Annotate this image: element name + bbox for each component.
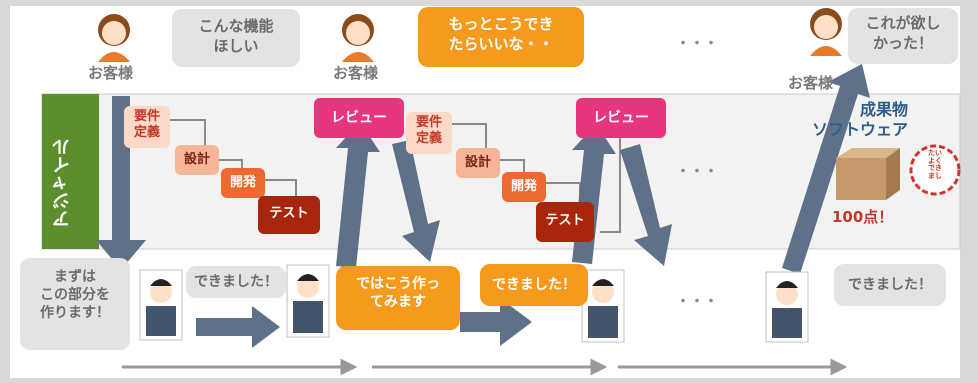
- step-test: テスト: [258, 196, 320, 234]
- review-box: レビュー: [576, 98, 666, 138]
- step-design: 設計: [456, 148, 500, 178]
- customer-label: お客様: [88, 64, 134, 82]
- customer-bubble: こんな機能 ほしい: [172, 9, 300, 67]
- step-development: 開発: [221, 168, 265, 198]
- developer-icon: [765, 271, 809, 343]
- developer-icon: [139, 269, 183, 341]
- timeline-arrows: [122, 358, 848, 376]
- developer-bubble: できました！: [480, 264, 588, 306]
- score-label: 100点！: [832, 208, 894, 226]
- customer-bubble: もっとこうでき たらいいな・・: [418, 7, 584, 67]
- developer-icon: [581, 269, 625, 343]
- step-connectors: [170, 119, 621, 233]
- customer-label: お客様: [333, 64, 379, 82]
- customer-icon: [342, 14, 374, 62]
- stamp-icon: [909, 144, 961, 196]
- customer-label: お客様: [788, 74, 834, 92]
- stamp-text: たい よく でき まし: [928, 149, 942, 181]
- step-requirements: 要件 定義: [124, 106, 170, 148]
- box-icon: [836, 148, 900, 200]
- step-test: テスト: [536, 202, 594, 242]
- flow-arrows: [96, 64, 870, 348]
- review-box: レビュー: [314, 98, 404, 138]
- ellipsis: ・・・: [676, 164, 718, 180]
- deliverable-label: 成果物 ソフトウェア: [811, 100, 908, 139]
- step-development: 開発: [502, 172, 546, 202]
- developer-icon: [286, 264, 330, 338]
- step-design: 設計: [175, 145, 219, 175]
- customer-icon: [98, 14, 130, 62]
- ellipsis: ・・・: [676, 36, 718, 52]
- developer-bubble: ではこう作っ てみます: [336, 266, 460, 330]
- customer-icon: [810, 8, 842, 56]
- step-requirements: 要件 定義: [406, 112, 452, 154]
- developer-bubble: まずは この部分を 作ります！: [20, 258, 130, 350]
- agile-label-bar: [42, 94, 99, 249]
- agile-label: アジャイル: [52, 138, 73, 228]
- developer-bubble: できました！: [834, 264, 946, 306]
- developer-bubble: できました！: [186, 266, 286, 298]
- ellipsis: ・・・: [676, 294, 718, 310]
- customer-bubble: これが欲し かった！: [848, 8, 958, 64]
